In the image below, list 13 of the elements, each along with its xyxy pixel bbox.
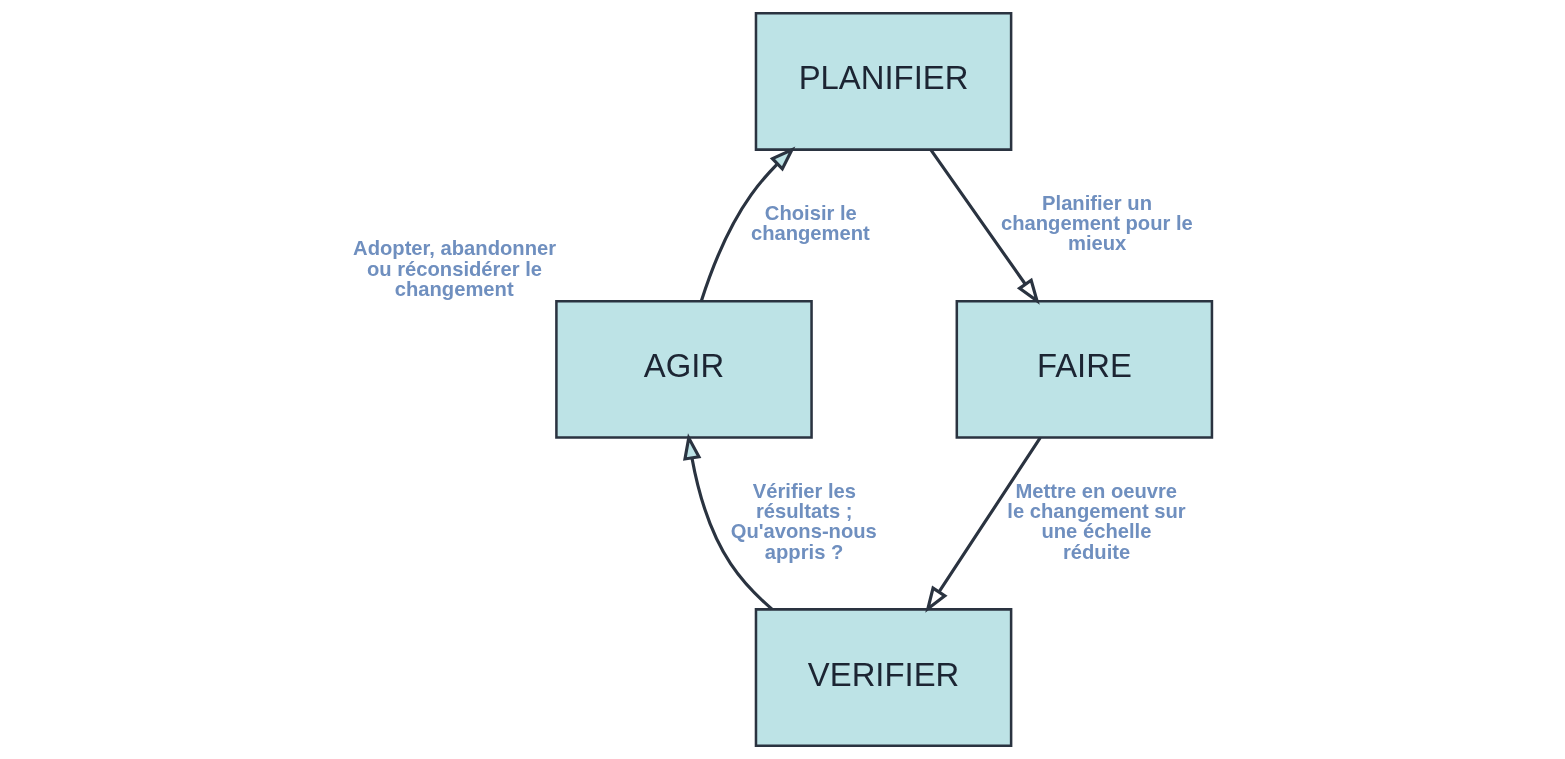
node-label: Adopter, abandonner ou réconsidérer le changement bbox=[353, 237, 557, 300]
arrow bbox=[929, 149, 1040, 305]
edge-label: Vérifier les résultats ; Qu'avons-nous appris ? bbox=[730, 479, 877, 563]
node-box: PLANIFIER bbox=[754, 11, 1013, 151]
arrow bbox=[699, 146, 796, 302]
node-box: AGIR bbox=[555, 299, 813, 439]
edge-label: Choisir le changement bbox=[750, 202, 870, 245]
edge-label: Mettre en oeuvre le changement sur une échelle réduite bbox=[1007, 479, 1186, 563]
node-box: FAIRE bbox=[955, 299, 1214, 439]
node-box: VERIFIER bbox=[754, 608, 1013, 748]
arrow bbox=[683, 433, 773, 611]
edge-label: Planifier un changement pour le mieux bbox=[1001, 191, 1193, 255]
arrow bbox=[925, 436, 1042, 613]
